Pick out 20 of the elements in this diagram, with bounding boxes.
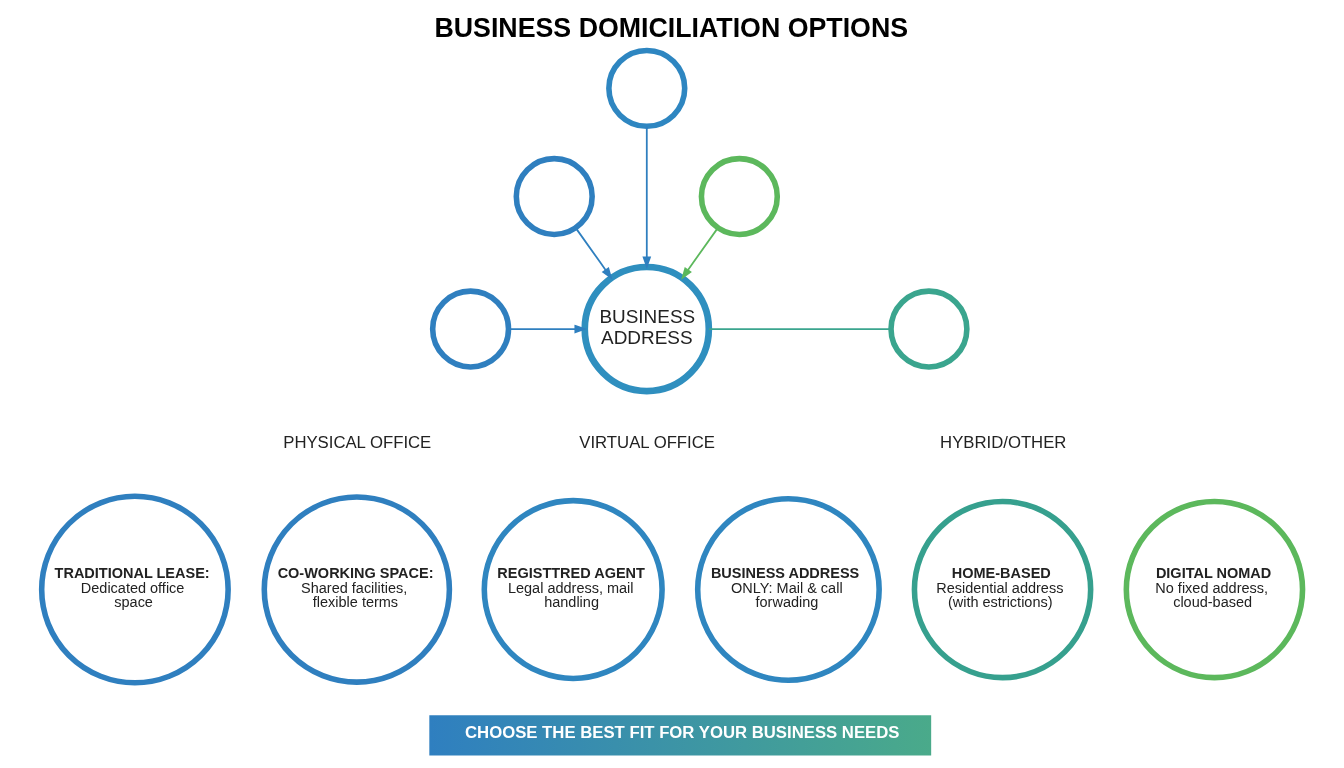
node-circle: HOME-BASED Residential address (with estrictions): [911, 498, 1094, 681]
node-circle: TRADITIONAL LEASE: Dedicated office space: [38, 493, 231, 686]
node-circle: [513, 155, 595, 238]
node-circle: BUSINESS ADDRESS ONLY: Mail & call forwading: [694, 496, 882, 684]
arrow: [574, 226, 613, 280]
node-circle: [698, 155, 781, 238]
node-circle: CO-WORKING SPACE: Shared facilities, flexible terms: [261, 494, 453, 685]
arrow: [642, 125, 652, 270]
label: PHYSICAL OFFICE: [283, 432, 432, 452]
node-box: CHOOSE THE BEST FIT FOR YOUR BUSINESS NEEDS: [429, 715, 932, 756]
node-circle: [606, 47, 688, 130]
node-circle: REGISTTRED AGENT Legal address, mail handling: [481, 497, 665, 682]
node-circle: [429, 288, 512, 370]
connector: [708, 328, 892, 330]
node-circle: DIGITAL NOMAD No fixed address, cloud-based: [1123, 498, 1306, 681]
label: HYBRID/OTHER: [940, 432, 1067, 452]
diagram-title: BUSINESS DOMICILIATION OPTIONS: [434, 13, 909, 44]
label: VIRTUAL OFFICE: [579, 432, 715, 452]
node-circle: [888, 288, 970, 370]
arrow: [681, 226, 719, 280]
